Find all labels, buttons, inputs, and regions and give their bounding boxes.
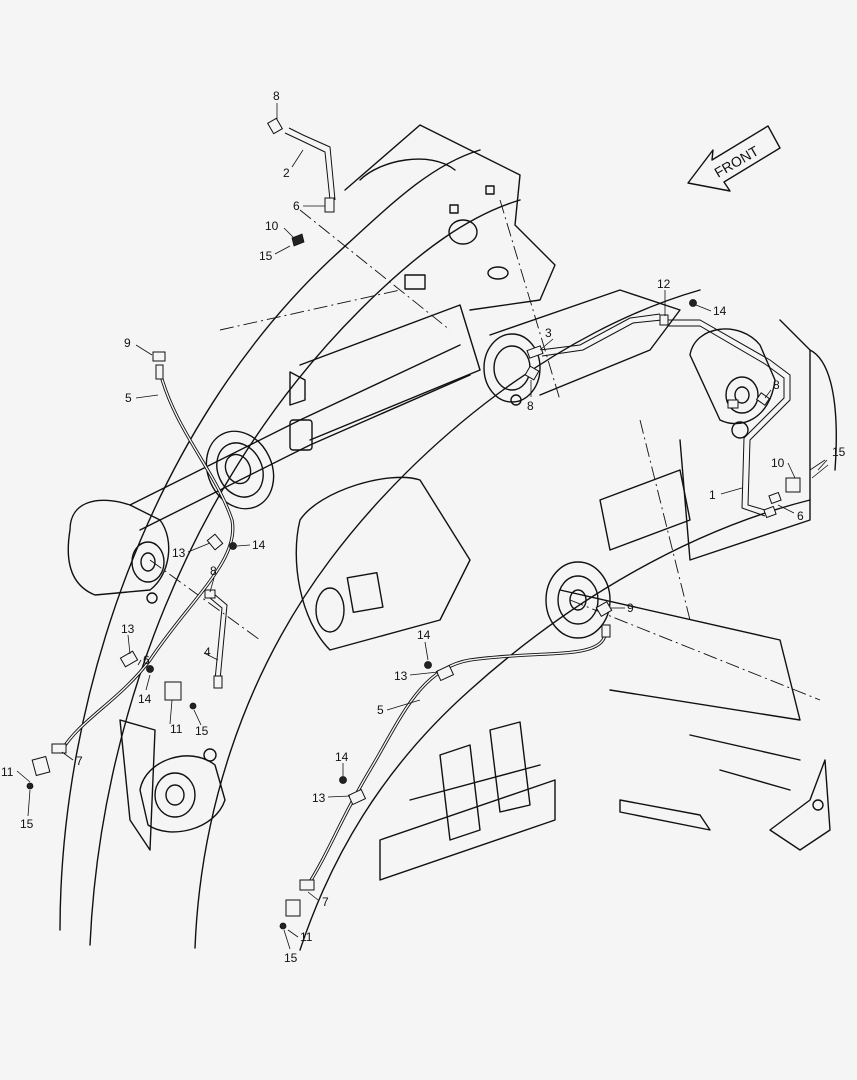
callout-label: 11 [170, 722, 183, 736]
callout-label: 15 [832, 445, 846, 459]
loader-boom-structure [59, 124, 837, 951]
callout-label: 7 [76, 754, 83, 768]
callout-label: 9 [627, 601, 634, 615]
callout-label: 10 [265, 219, 279, 233]
callout-leaders [16, 103, 828, 950]
callout-label: 8 [773, 378, 780, 392]
callout-label: 7 [322, 895, 329, 909]
fittings [26, 117, 829, 930]
callout-label: 15 [195, 724, 209, 738]
callout-label: 6 [797, 509, 804, 523]
callout-label: 12 [657, 277, 671, 291]
callout-label: 14 [713, 304, 727, 318]
callout-label: 10 [771, 456, 785, 470]
callout-label: 5 [377, 703, 384, 717]
callout-label: 15 [284, 951, 298, 965]
callout-label: 8 [273, 89, 280, 103]
callout-label: 13 [312, 791, 326, 805]
callout-label: 3 [545, 326, 552, 340]
callout-label: 13 [121, 622, 135, 636]
callout-label: 15 [259, 249, 273, 263]
callout-label: 14 [138, 692, 152, 706]
callout-label: 5 [125, 391, 132, 405]
callout-label: 13 [394, 669, 408, 683]
callout-label: 6 [293, 199, 300, 213]
callout-label: 6 [143, 653, 150, 667]
callout-label: 8 [527, 399, 534, 413]
callout-label: 14 [335, 750, 349, 764]
callout-label: 15 [20, 817, 34, 831]
callout-label: 14 [252, 538, 266, 552]
callout-label: 2 [283, 166, 290, 180]
callout-label: 14 [417, 628, 431, 642]
callout-label: 8 [210, 564, 217, 578]
callout-label: 13 [172, 546, 186, 560]
callout-labels: 8 2 6 10 15 9 5 12 14 3 8 8 15 10 1 6 13… [1, 89, 846, 965]
callout-label: 9 [124, 336, 131, 350]
callout-label: 11 [1, 765, 14, 779]
callout-label: 4 [204, 645, 211, 659]
callout-label: 1 [709, 488, 716, 502]
callout-label: 11 [300, 930, 313, 944]
lubrication-hoses [60, 127, 791, 886]
front-direction-arrow: FRONT [687, 125, 781, 192]
